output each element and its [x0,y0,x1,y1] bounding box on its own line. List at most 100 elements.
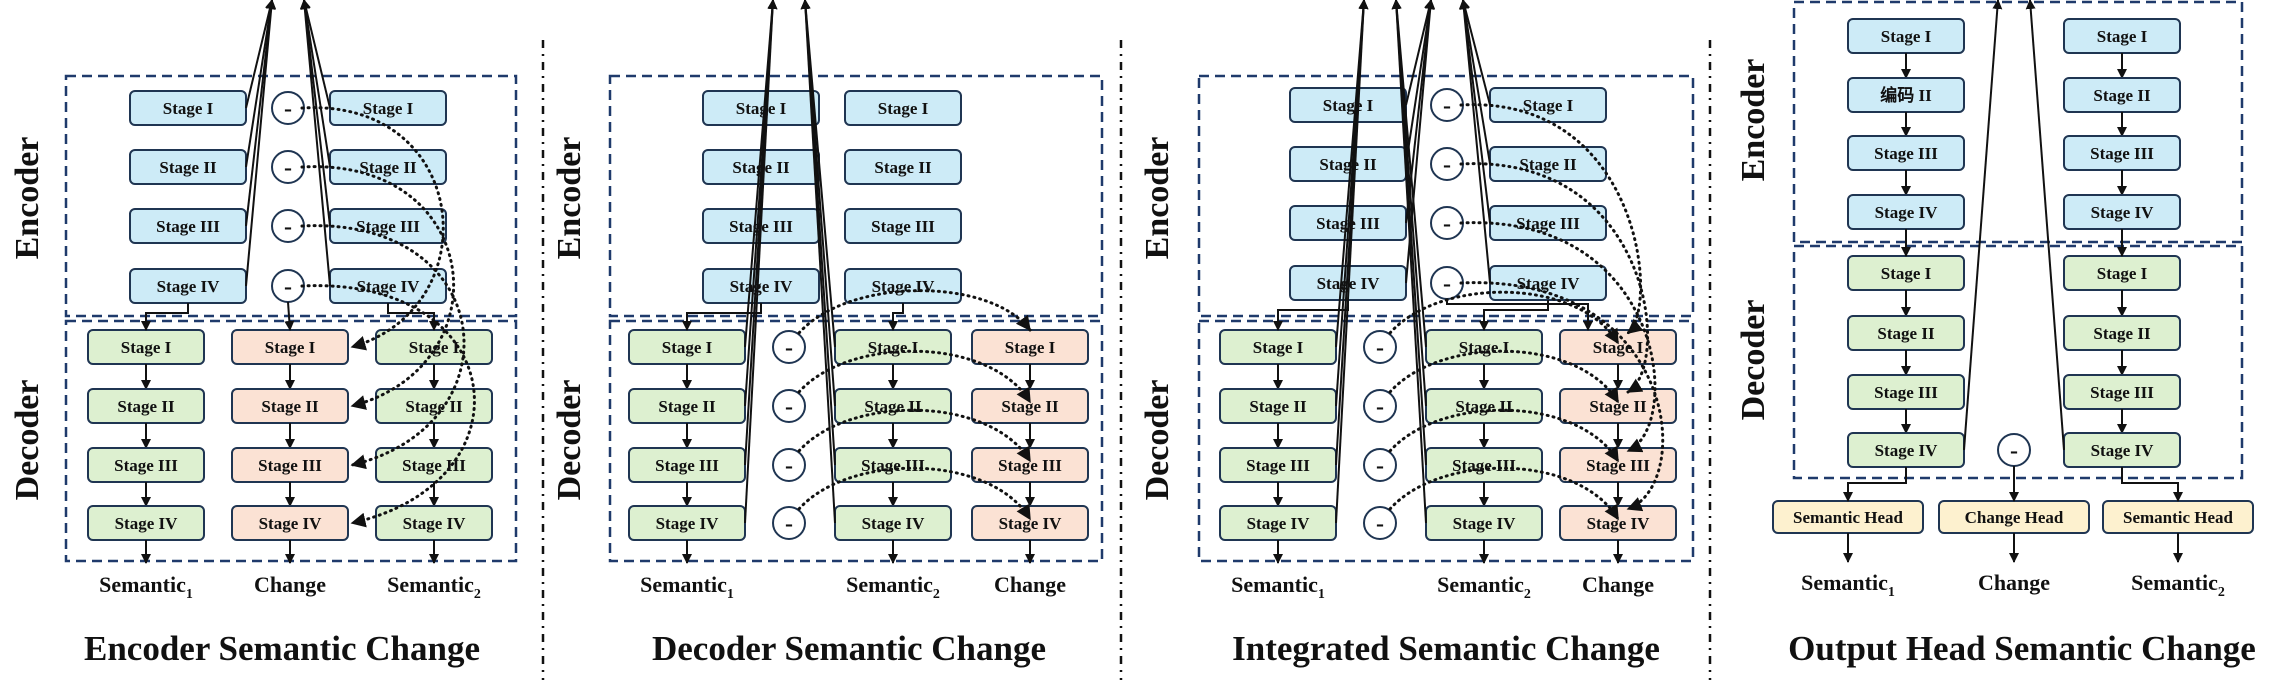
stage-label: Stage II [159,158,217,177]
encoder-stage-box: Stage III [329,208,447,244]
decoder-stage-box: Stage III [1847,374,1965,410]
output-label: Semantic2 [846,572,940,602]
change-stage-box: Stage I [1559,329,1677,365]
change-stage-box: Stage I [971,329,1089,365]
difference-link [797,466,1032,521]
output-label: Semantic2 [1437,572,1531,602]
minus-sign: - [284,96,292,122]
decoder-stage-box: Stage I [1219,329,1337,365]
panel-title: Integrated Semantic Change [1232,629,1660,668]
encoder-stage-box: Stage II [844,149,962,185]
decoder-stage-box: Stage III [1219,447,1337,483]
stage-label: Stage III [1586,456,1650,475]
encoder-stage-box: Stage III [1847,135,1965,171]
difference-link [1388,466,1620,521]
stage-label: Stage II [1519,155,1577,174]
stage-label: Semantic Head [1793,508,1904,527]
minus-sign: - [2010,438,2018,464]
decoder-stage-box: Stage II [628,388,746,424]
stage-label: Stage I [2097,27,2148,46]
encoder-stage-box: Stage II [2063,77,2181,113]
difference-link [300,284,476,528]
stage-label: Stage IV [999,514,1063,533]
encoder-frame [608,74,1104,318]
output-label: Semantic2 [2131,570,2225,600]
stage-label: Stage I [1005,338,1056,357]
flow-arrow [2121,467,2183,502]
difference-link [1459,281,1665,512]
flow-arrow [1458,0,1491,284]
decoder-stage-box: Stage IV [1425,505,1543,541]
output-head-box: Semantic Head [1772,500,1924,534]
encoder-stage-box: Stage I [2063,18,2181,54]
output-label: Semantic2 [387,572,481,602]
minus-sign: - [284,214,292,240]
subtract-operator: - [1430,147,1464,181]
stage-label: 编码 II [1880,85,1932,105]
output-label: Change [1582,572,1654,597]
subtract-operator: - [1363,389,1397,423]
minus-sign: - [1376,453,1384,479]
difference-link [797,408,1032,463]
decoder-label: Decoder [551,380,588,501]
stage-label: Stage IV [730,277,794,296]
encoder-stage-box: Stage IV [1489,265,1607,301]
decoder-stage-box: Stage III [2063,374,2181,410]
change-stage-box: Stage II [1559,388,1677,424]
minus-sign: - [284,155,292,181]
panel-title: Output Head Semantic Change [1788,629,2256,668]
flow-arrow [1446,299,1593,331]
encoder-frame [1792,0,2244,244]
output-label: Semantic1 [99,572,193,602]
change-stage-box: Stage III [231,447,349,483]
difference-link [300,106,445,351]
stage-label: Stage II [2093,324,2151,343]
stage-label: Stage II [261,397,319,416]
flow-arrow [245,0,276,168]
subtract-operator: - [271,209,305,243]
decoder-stage-box: Stage III [1425,447,1543,483]
stage-label: Stage IV [259,514,323,533]
stage-label: Stage III [1874,383,1938,402]
minus-sign: - [785,394,793,420]
subtract-operator: - [1430,206,1464,240]
difference-link [1459,221,1657,453]
subtract-operator: - [772,330,806,364]
stage-label: Stage III [2090,144,2154,163]
encoder-stage-box: Stage II [329,149,447,185]
difference-link [797,289,1032,335]
stage-label: Stage II [2093,86,2151,105]
stage-label: Stage II [874,158,932,177]
flow-arrow [245,0,275,109]
stage-label: Stage III [861,456,925,475]
subtract-operator: - [1363,330,1397,364]
minus-sign: - [1443,93,1451,119]
decoder-stage-box: Stage IV [87,505,205,541]
stage-label: Stage III [1874,144,1938,163]
difference-link [1459,103,1644,335]
decoder-stage-box: Stage II [87,388,205,424]
stage-label: Stage I [121,338,172,357]
encoder-stage-box: Stage I [129,90,247,126]
encoder-stage-box: Stage I [844,90,962,126]
minus-sign: - [785,453,793,479]
encoder-stage-box: Stage IV [2063,194,2181,230]
decoder-stage-box: Stage III [628,447,746,483]
flow-arrow [300,0,331,168]
decoder-stage-box: Stage II [1847,315,1965,351]
stage-label: Stage IV [872,277,936,296]
stage-label: Stage I [868,338,919,357]
stage-label: Stage I [736,99,787,118]
decoder-stage-box: Stage I [87,329,205,365]
decoder-label: Decoder [1139,380,1176,501]
encoder-stage-box: Stage III [2063,135,2181,171]
change-stage-box: Stage II [971,388,1089,424]
output-label: Change [254,572,326,597]
decoder-stage-box: Stage III [375,447,493,483]
subtract-operator: - [1430,88,1464,122]
minus-sign: - [785,511,793,537]
stage-label: Stage II [359,158,417,177]
minus-sign: - [1376,335,1384,361]
change-stage-box: Stage II [231,388,349,424]
